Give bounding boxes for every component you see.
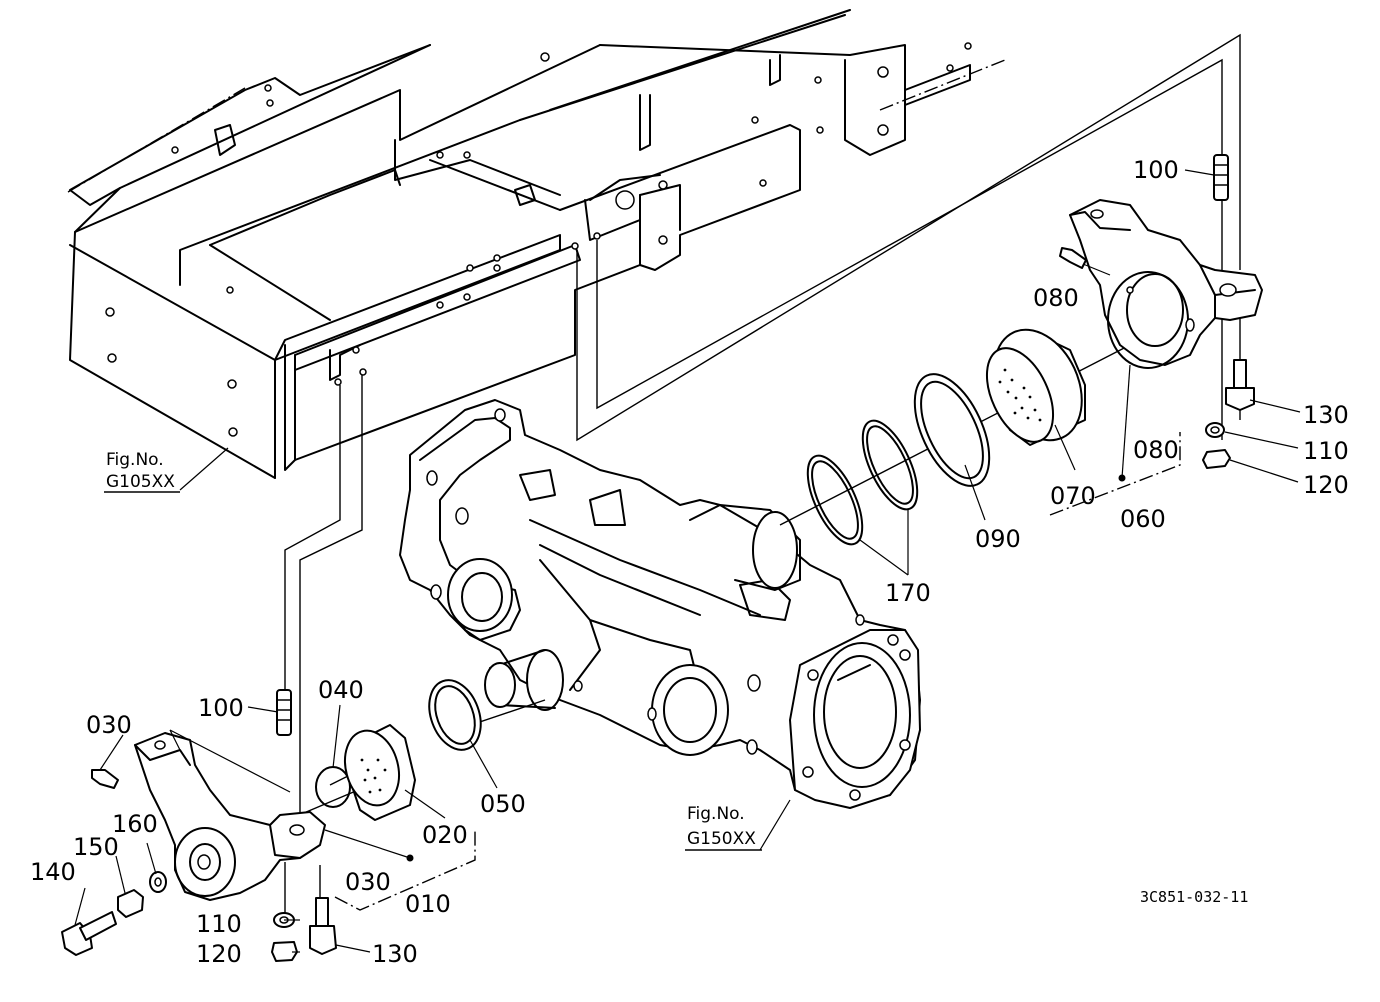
label-110-rear: 110: [1303, 437, 1349, 465]
rear-parts-icons: [806, 328, 1086, 546]
label-120-rear: 120: [1303, 471, 1349, 499]
drawing-code: 3C851-032-11: [1140, 888, 1248, 906]
axle-case-fig-code: G150XX: [687, 829, 756, 849]
label-leaders: [74, 169, 1301, 953]
front-parts-icons: [315, 679, 482, 821]
label-030-bracket: 030: [345, 868, 391, 896]
label-130-rear: 130: [1303, 401, 1349, 429]
axle-case-icon: [399, 399, 921, 809]
label-100-front: 100: [198, 694, 244, 722]
label-130-front: 130: [372, 940, 418, 968]
label-070: 070: [1050, 482, 1096, 510]
label-150: 150: [73, 833, 119, 861]
frame-fig-prefix: Fig.No.: [106, 450, 164, 470]
label-100-rear: 100: [1133, 156, 1179, 184]
label-030-nipple: 030: [86, 711, 132, 739]
label-110-front: 110: [196, 910, 242, 938]
label-140: 140: [30, 858, 76, 886]
label-040: 040: [318, 676, 364, 704]
label-120-front: 120: [196, 940, 242, 968]
label-060: 060: [1120, 505, 1166, 533]
label-090: 090: [975, 525, 1021, 553]
part-number-labels: 100 080 130 110 120 080 070 060 090 170 …: [30, 156, 1349, 968]
label-080-rear-bracket: 080: [1133, 436, 1179, 464]
frame-assembly-icon: [67, 9, 1006, 479]
label-050: 050: [480, 790, 526, 818]
label-080-rear-nipple: 080: [1033, 284, 1079, 312]
label-170: 170: [885, 579, 931, 607]
figure-references: Fig.No. G105XX Fig.No. G150XX: [104, 450, 762, 851]
rear-bracket-icon: [1059, 199, 1263, 369]
label-010: 010: [405, 890, 451, 918]
label-020: 020: [422, 821, 468, 849]
fastener-icons: [61, 154, 1255, 962]
frame-fig-code: G105XX: [106, 472, 175, 492]
axle-case-fig-prefix: Fig.No.: [687, 804, 745, 824]
front-bracket-icon: [91, 732, 326, 901]
label-160: 160: [112, 810, 158, 838]
